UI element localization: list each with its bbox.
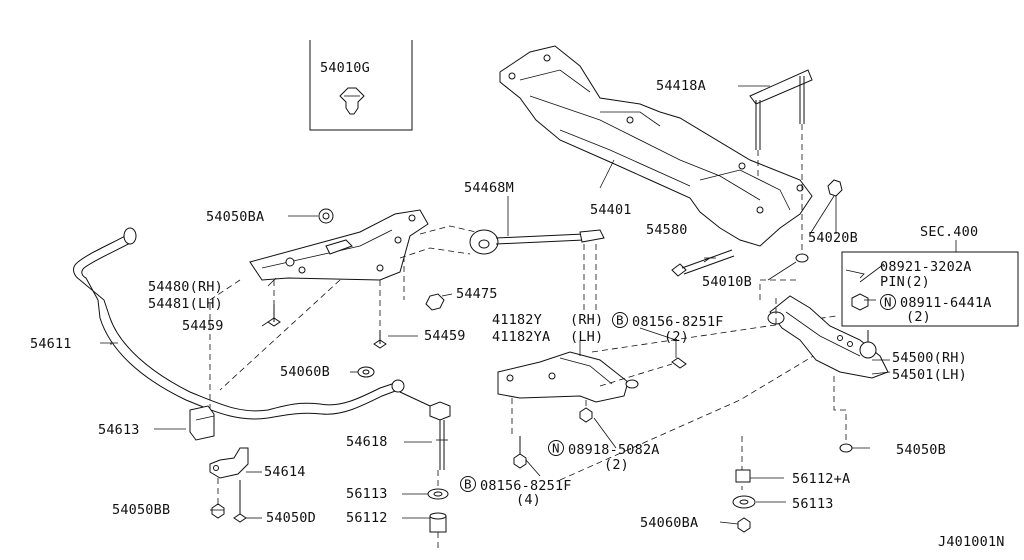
bolt-08156-top-icon bbox=[671, 357, 687, 369]
clip-box bbox=[309, 40, 413, 131]
marker-n-right bbox=[880, 294, 896, 310]
label-56112: 56112 bbox=[346, 510, 388, 526]
label-54418a: 54418A bbox=[656, 78, 706, 94]
label-54501-lh: 54501(LH) bbox=[892, 367, 967, 383]
label-54050bb: 54050BB bbox=[112, 502, 170, 518]
label-54050b: 54050B bbox=[896, 442, 946, 458]
bolt-54050d-icon bbox=[233, 480, 247, 523]
stabilizer-bar-drawing bbox=[73, 227, 405, 420]
sec-400-box bbox=[841, 251, 1019, 327]
label-54010g: 54010G bbox=[320, 60, 370, 76]
bushing-56112a-icon bbox=[735, 469, 751, 483]
label-qty-2-top: (2) bbox=[664, 329, 689, 345]
marker-b-top-text: B bbox=[616, 313, 624, 328]
label-54611: 54611 bbox=[30, 336, 72, 352]
label-sec-400: SEC.400 bbox=[920, 224, 978, 240]
label-56112a: 56112+A bbox=[792, 471, 850, 487]
label-54050d: 54050D bbox=[266, 510, 316, 526]
clamp-54614-icon bbox=[209, 447, 249, 479]
label-54481-lh: 54481(LH) bbox=[148, 296, 223, 312]
label-08156-top: 08156-8251F bbox=[632, 314, 724, 330]
label-54010b: 54010B bbox=[702, 274, 752, 290]
label-pin-2: PIN(2) bbox=[880, 274, 930, 290]
pin-icon bbox=[845, 269, 865, 279]
label-08156-bot: 08156-8251F bbox=[480, 478, 572, 494]
label-54613: 54613 bbox=[98, 422, 140, 438]
label-54459-a: 54459 bbox=[182, 318, 224, 334]
link-54618-drawing bbox=[399, 391, 451, 470]
label-54401: 54401 bbox=[590, 202, 632, 218]
label-qty-2-right: (2) bbox=[906, 309, 931, 325]
castle-nut-icon bbox=[851, 293, 869, 311]
marker-n-mid-text: N bbox=[552, 441, 560, 456]
label-rh: (RH) bbox=[570, 312, 603, 328]
washer-54010b-icon bbox=[795, 253, 809, 263]
bolt-08156-bot-icon bbox=[513, 436, 527, 469]
marker-b-bot bbox=[460, 476, 476, 492]
marker-b-bot-text: B bbox=[464, 477, 472, 492]
label-54580: 54580 bbox=[646, 222, 688, 238]
bracket-41182y-drawing bbox=[497, 351, 639, 403]
label-54618: 54618 bbox=[346, 434, 388, 450]
label-08911: 08911-6441A bbox=[900, 295, 992, 311]
bracket-54480-drawing bbox=[249, 209, 429, 281]
label-41182ya: 41182YA bbox=[492, 329, 550, 345]
label-qty-2-mid: (2) bbox=[604, 457, 629, 473]
nut-54475-icon bbox=[425, 293, 445, 311]
label-lh: (LH) bbox=[570, 329, 603, 345]
marker-n-right-text: N bbox=[884, 295, 892, 310]
label-41182y: 41182Y bbox=[492, 312, 542, 328]
bolt-plate-drawing bbox=[738, 69, 813, 260]
label-54020b: 54020B bbox=[808, 230, 858, 246]
label-qty-4: (4) bbox=[516, 492, 541, 508]
crossmember-drawing bbox=[499, 45, 813, 247]
label-54468m: 54468M bbox=[464, 180, 514, 196]
label-54060ba: 54060BA bbox=[640, 515, 698, 531]
label-54475: 54475 bbox=[456, 286, 498, 302]
marker-n-mid bbox=[548, 440, 564, 456]
label-08918: 08918-5082A bbox=[568, 442, 660, 458]
bushing-54050b-icon bbox=[839, 443, 853, 453]
label-54614: 54614 bbox=[264, 464, 306, 480]
clip-icon bbox=[339, 87, 365, 115]
label-54060b: 54060B bbox=[280, 364, 330, 380]
label-54050ba: 54050BA bbox=[206, 209, 264, 225]
bolt-54580-icon bbox=[671, 249, 735, 277]
label-54480-rh: 54480(RH) bbox=[148, 279, 223, 295]
nut-08918-icon bbox=[579, 407, 593, 423]
bolt-54459-icon-b bbox=[373, 330, 387, 349]
label-56113-right: 56113 bbox=[792, 496, 834, 512]
label-54459-b: 54459 bbox=[424, 328, 466, 344]
lower-arm-drawing bbox=[767, 295, 889, 379]
nut-54050bb-icon bbox=[211, 503, 225, 519]
nut-54020b-icon bbox=[827, 179, 843, 197]
marker-b-top bbox=[612, 312, 628, 328]
label-54500-rh: 54500(RH) bbox=[892, 350, 967, 366]
label-diagram-id: J401001N bbox=[938, 534, 1005, 550]
bolt-54459-icon-a bbox=[267, 304, 281, 327]
leader-lines bbox=[100, 159, 891, 525]
label-08921: 08921-3202A bbox=[880, 259, 972, 275]
label-56113-left: 56113 bbox=[346, 486, 388, 502]
nut-54060ba-icon bbox=[737, 517, 751, 533]
bushing-54613-icon bbox=[189, 405, 215, 441]
link-rod-54468m-drawing bbox=[469, 196, 605, 312]
